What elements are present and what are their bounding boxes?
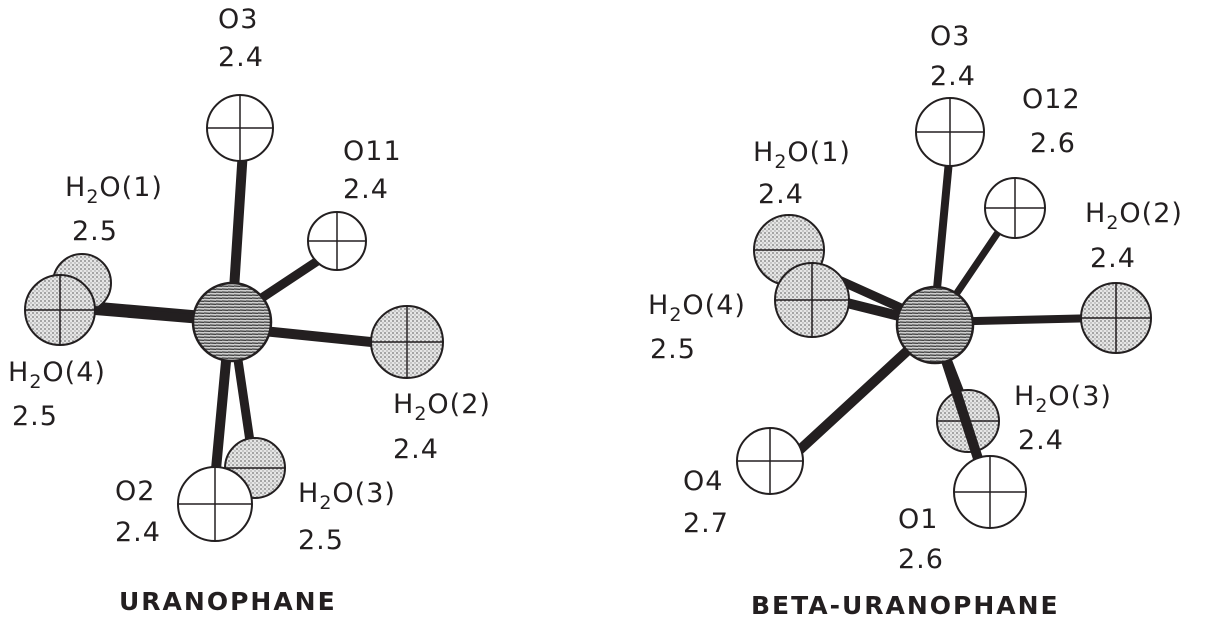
atom-b-o3 <box>915 97 985 167</box>
svg-text:2.4: 2.4 <box>1018 425 1064 456</box>
svg-text:H2O(2): H2O(2) <box>1085 198 1183 234</box>
label-u-o2: O2 2.4 <box>115 476 161 548</box>
svg-text:2.4: 2.4 <box>393 434 439 465</box>
svg-text:2.5: 2.5 <box>12 401 58 432</box>
svg-text:2.4: 2.4 <box>218 42 264 73</box>
atom-b-o1 <box>953 455 1027 529</box>
svg-text:O2: O2 <box>115 476 155 507</box>
svg-text:2.7: 2.7 <box>683 508 729 539</box>
label-u-o3: O3 2.4 <box>218 4 264 73</box>
atom-b-h2o4 <box>774 262 850 338</box>
atom-u-o11 <box>307 211 367 271</box>
label-b-o3: O3 2.4 <box>930 21 976 92</box>
svg-text:H2O(1): H2O(1) <box>65 172 163 208</box>
label-u-o11: O11 2.4 <box>343 136 402 205</box>
label-b-h2o3: H2O(3) 2.4 <box>1014 381 1112 456</box>
svg-text:2.5: 2.5 <box>298 525 344 556</box>
label-b-o4: O4 2.7 <box>683 466 729 539</box>
svg-text:O3: O3 <box>218 4 258 35</box>
svg-text:O4: O4 <box>683 466 723 497</box>
svg-text:O3: O3 <box>930 21 970 52</box>
bond-b-o4 <box>775 325 935 473</box>
svg-text:2.4: 2.4 <box>930 61 976 92</box>
atom-u-h2o2 <box>370 305 444 379</box>
svg-text:H2O(4): H2O(4) <box>8 357 106 393</box>
svg-text:2.4: 2.4 <box>758 179 804 210</box>
atom-b-o4 <box>736 427 804 495</box>
panel-title-beta-uranophane: BETA-URANOPHANE <box>751 591 1060 620</box>
panel-uranophane: O3 2.4 O11 2.4 H2O(1) 2.5 H2O(4) 2.5 H2O… <box>8 4 491 616</box>
svg-text:O1: O1 <box>898 504 938 535</box>
atom-u-h2o4 <box>24 274 96 346</box>
label-b-h2o4: H2O(4) 2.5 <box>648 290 746 365</box>
svg-text:O12: O12 <box>1022 84 1081 115</box>
bonds-uranophane <box>77 253 327 460</box>
atom-u-o3 <box>206 94 274 162</box>
svg-text:2.6: 2.6 <box>898 544 944 575</box>
svg-text:2.4: 2.4 <box>343 174 389 205</box>
svg-text:H2O(3): H2O(3) <box>1014 381 1112 417</box>
svg-text:2.5: 2.5 <box>72 216 118 247</box>
atom-b-uranium <box>895 285 975 365</box>
svg-text:2.6: 2.6 <box>1030 128 1076 159</box>
svg-text:H2O(3): H2O(3) <box>298 478 396 514</box>
atom-b-h2o2 <box>1080 282 1152 354</box>
label-b-h2o2: H2O(2) 2.4 <box>1085 198 1183 274</box>
label-b-o1: O1 2.6 <box>898 504 944 575</box>
label-b-o12: O12 2.6 <box>1022 84 1081 159</box>
label-b-h2o1: H2O(1) 2.4 <box>753 137 851 210</box>
atom-u-o2 <box>177 466 253 542</box>
svg-text:2.4: 2.4 <box>1090 243 1136 274</box>
svg-text:H2O(1): H2O(1) <box>753 137 851 173</box>
svg-text:2.5: 2.5 <box>650 334 696 365</box>
bond-u-o2 <box>210 335 233 485</box>
label-u-h2o2: H2O(2) 2.4 <box>393 389 491 465</box>
panel-beta-uranophane: O3 2.4 O12 2.6 H2O(1) 2.4 H2O(2) 2.4 H2O… <box>648 21 1183 620</box>
label-u-h2o1: H2O(1) 2.5 <box>65 172 163 247</box>
bond-u-o3 <box>228 145 248 310</box>
svg-text:H2O(2): H2O(2) <box>393 389 491 425</box>
atom-b-o12 <box>984 177 1046 239</box>
svg-text:O11: O11 <box>343 136 402 167</box>
atom-u-uranium <box>191 281 273 363</box>
label-u-h2o3: H2O(3) 2.5 <box>298 478 396 556</box>
svg-text:2.4: 2.4 <box>115 517 161 548</box>
bond-b-o3 <box>931 146 954 314</box>
label-u-h2o4: H2O(4) 2.5 <box>8 357 106 432</box>
panel-title-uranophane: URANOPHANE <box>119 587 337 616</box>
svg-text:H2O(4): H2O(4) <box>648 290 746 326</box>
